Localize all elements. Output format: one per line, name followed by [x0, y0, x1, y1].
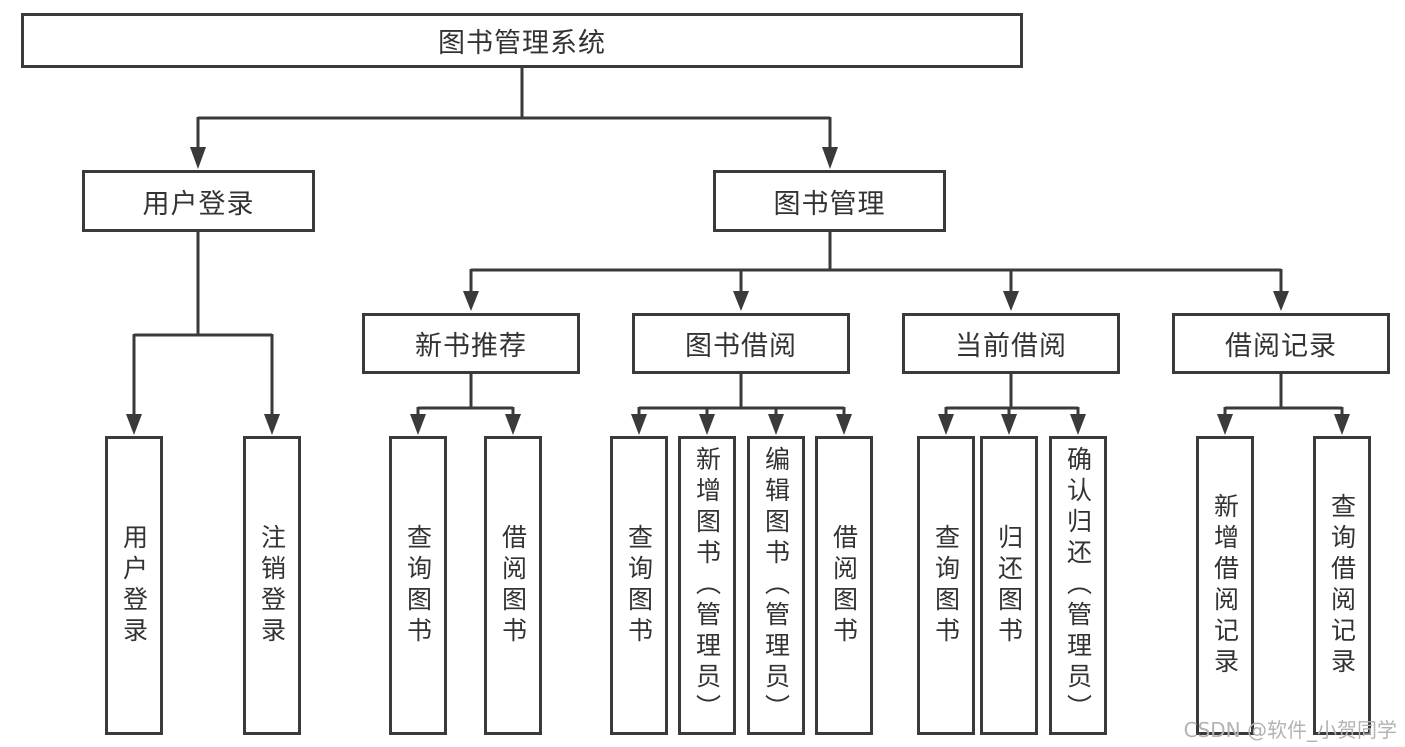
leaf-return-books: 归还图书	[980, 436, 1038, 735]
leaf-confirm-return-admin: 确认归还（管理员）	[1049, 436, 1107, 735]
arrowhead-icons	[126, 147, 1350, 435]
leaf-edit-book-admin: 编辑图书（管理员）	[747, 436, 805, 735]
leaf-query-books-recommend: 查询图书	[389, 436, 447, 735]
leaf-borrow-books-recommend: 借阅图书	[484, 436, 542, 735]
leaf-user-login: 用户登录	[105, 436, 163, 735]
node-root: 图书管理系统	[21, 13, 1023, 68]
leaf-query-borrow-record: 查询借阅记录	[1313, 436, 1371, 735]
node-new-book-recommendation: 新书推荐	[362, 313, 580, 374]
leaf-query-books-current: 查询图书	[917, 436, 975, 735]
leaf-logout: 注销登录	[243, 436, 301, 735]
node-current-borrowing: 当前借阅	[902, 313, 1120, 374]
node-book-management: 图书管理	[713, 170, 946, 232]
leaf-add-borrow-record: 新增借阅记录	[1196, 436, 1254, 735]
node-book-borrowing: 图书借阅	[632, 313, 850, 374]
leaf-add-book-admin: 新增图书（管理员）	[678, 436, 736, 735]
node-user-login: 用户登录	[82, 170, 315, 232]
node-borrowing-records: 借阅记录	[1172, 313, 1390, 374]
watermark: CSDN @软件_小贺同学	[1183, 718, 1397, 742]
leaf-query-books-borrowing: 查询图书	[610, 436, 668, 735]
leaf-borrow-books-borrowing: 借阅图书	[815, 436, 873, 735]
